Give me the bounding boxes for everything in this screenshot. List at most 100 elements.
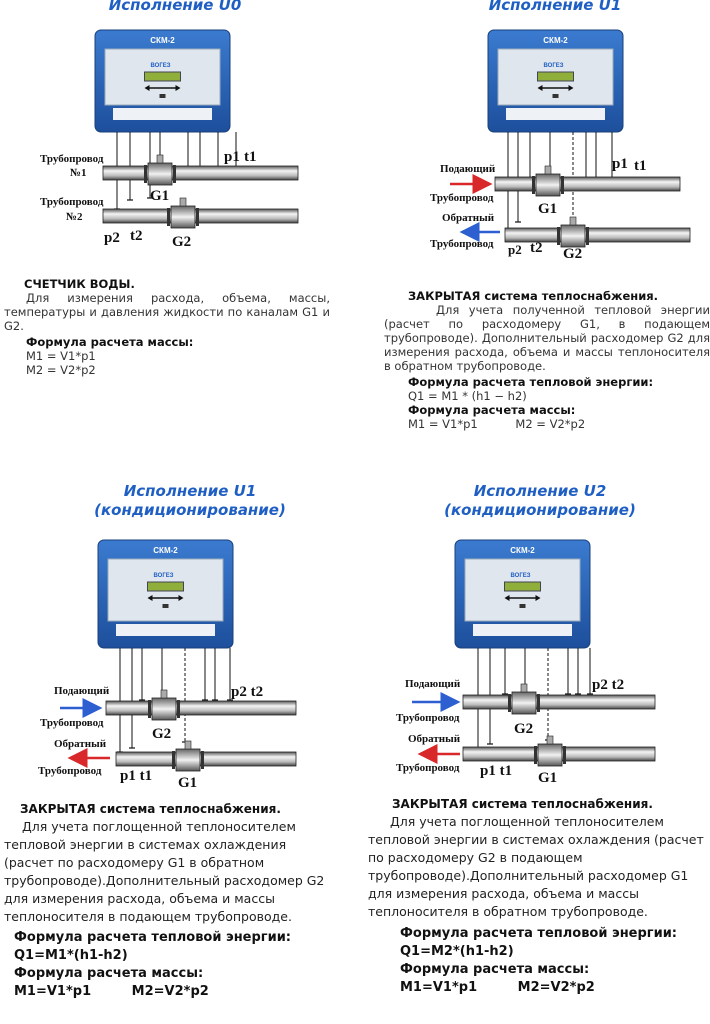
q2-description: ЗАКРЫТАЯ система теплоснабжения. Для уче… [384,289,710,431]
q1-body: Для измерения расхода, объема, массы, те… [4,291,330,333]
q3-pipe-a-label: Трубопровод [40,717,104,729]
q3-meter-g1-flange-r [201,751,204,769]
q4-meter-g2-flange-r [537,694,540,712]
q4-p1t1-label: p1 t1 [480,763,513,779]
device-model-label: СКМ-2 [543,36,568,45]
q1-pipe2-label-b: №2 [66,211,83,223]
q1-meter-g2-flange-l [167,208,170,226]
q4-formula-3: M2=V2*p2 [517,980,595,995]
device-brand-label: ВОГЕЗ [154,573,174,579]
q4-meter-g1-flange-r [563,746,566,764]
q1-p2-label: p2 [104,230,120,246]
q3-p2t2-label: p2 t2 [231,684,264,700]
q3-formula-2: M1=V1*p1 [14,984,92,999]
q2-pipe-a-label: Трубопровод [430,192,494,204]
device-display [144,71,181,82]
q3-heading: ЗАКРЫТАЯ система теплоснабжения. [20,802,281,816]
device-sticker [473,624,572,636]
q1-meter-g2-neck [179,197,187,207]
q2-meter-g2-flange-r [586,227,589,245]
q2-title: Исполнение U1 [488,0,622,14]
q2-g2-label: G2 [563,246,583,262]
q3-return-label: Обратный [54,738,107,750]
q2-p1-label: p1 [612,156,628,172]
q4-heading: ЗАКРЫТАЯ система теплоснабжения. [392,797,653,811]
q1-pipe2-label-a: Трубопровод [40,196,104,208]
q1-heading: СЧЕТЧИК ВОДЫ. [24,277,135,291]
q2-p2-label: p2 [508,242,522,257]
q4-meter-g2-neck [520,683,528,693]
q3-body: Для учета поглощенной теплоносителем теп… [4,819,325,924]
q3-g2-label: G2 [152,726,172,742]
device-button-icon [552,94,559,98]
q3-meter-g2-flange-r [177,700,180,718]
q4-formula-2: M1=V1*p1 [400,980,478,995]
q4-pipe-a-label: Трубопровод [396,712,460,724]
q1-pipe1-label-b: №1 [70,167,87,179]
q2-formula-row: M1 = V1*p1 M2 = V2*p2 [408,417,710,431]
q3-meter-g1-flange-l [172,751,175,769]
q4-title-sub: (кондиционирование) [444,501,636,519]
q2-formula-1: Q1 = M1 * (h1 − h2) [408,389,527,403]
q1-formula-1: M1 = V1*p1 [26,349,96,363]
device-display [504,581,541,592]
q1-meter-g2 [170,205,196,229]
device-sticker [113,108,212,120]
q3-meter-g1 [175,748,201,772]
q1-description: СЧЕТЧИК ВОДЫ. Для измерения расхода, объ… [4,277,330,377]
q4-body: Для учета поглощенной теплоносителем теп… [368,814,704,919]
q2-meter-g2 [560,224,586,248]
q3-meter-g2-neck [160,689,168,699]
q3-g1-label: G1 [178,775,198,791]
q3-pipe-b-label: Трубопровод [38,765,102,777]
device-brand-label: ВОГЕЗ [544,63,564,69]
q1-meter-g1 [147,162,173,186]
q3-meter-g2-flange-l [148,700,151,718]
device-sticker [116,624,215,636]
q2-pipe-b-label: Трубопровод [430,238,494,250]
q2-heading: ЗАКРЫТАЯ система теплоснабжения. [408,289,659,303]
q3-meter-g2 [151,697,177,721]
q4-formula-title: Формула расчета тепловой энергии: [400,926,678,941]
device-model-label: СКМ-2 [153,546,178,555]
q2-body: Для учета полученной тепловой энергии (р… [384,303,710,373]
q3-title-sub: (кондиционирование) [94,501,286,519]
q4-formula-title-2: Формула расчета массы: [400,962,590,977]
q1-meter-g1-flange-r [173,165,176,183]
q2-pipe-supply [494,176,681,192]
q4-formula-1: Q1=M2*(h1-h2) [400,944,514,959]
q4-description: ЗАКРЫТАЯ система теплоснабжения. Для уче… [368,795,710,997]
device-sticker [506,108,605,120]
q3-title: Исполнение U1 (кондиционирование) [70,482,310,520]
device-brand-label: ВОГЕЗ [511,573,531,579]
q3-formula-title-2: Формула расчета массы: [14,966,204,981]
q4-g1-label: G1 [538,770,558,786]
q2-t2-label: t2 [530,240,543,256]
q2-g1-label: G1 [538,201,558,217]
device-button-icon [162,604,169,608]
q2-t1-label: t1 [634,158,647,174]
q2-formula-3: M2 = V2*p2 [515,417,586,431]
q3-meter-g1-neck [184,740,192,750]
q1-pipe1-label-a: Трубопровод [40,153,104,165]
q4-meter-g2-flange-l [508,694,511,712]
q4-meter-g1 [537,743,563,767]
q2-formula-title: Формула расчета тепловой энергии: [408,375,654,389]
q2-meter-g1-flange-l [532,176,535,194]
q2-meter-g1 [535,173,561,197]
q3-formula-1: Q1=M1*(h1-h2) [14,948,128,963]
q2-formula-title-2: Формула расчета массы: [408,403,576,417]
q1-meter-g2-flange-r [196,208,199,226]
q4-meter-g1-neck [546,735,554,745]
device-button-icon [519,604,526,608]
q1-pipe-2 [102,208,299,224]
q4-meter-g1-flange-l [534,746,537,764]
q3-formula-row: M1=V1*p1 M2=V2*p2 [14,983,330,1001]
q4-pipe-supply [462,694,656,710]
q2-return-label: Обратный [442,212,495,224]
